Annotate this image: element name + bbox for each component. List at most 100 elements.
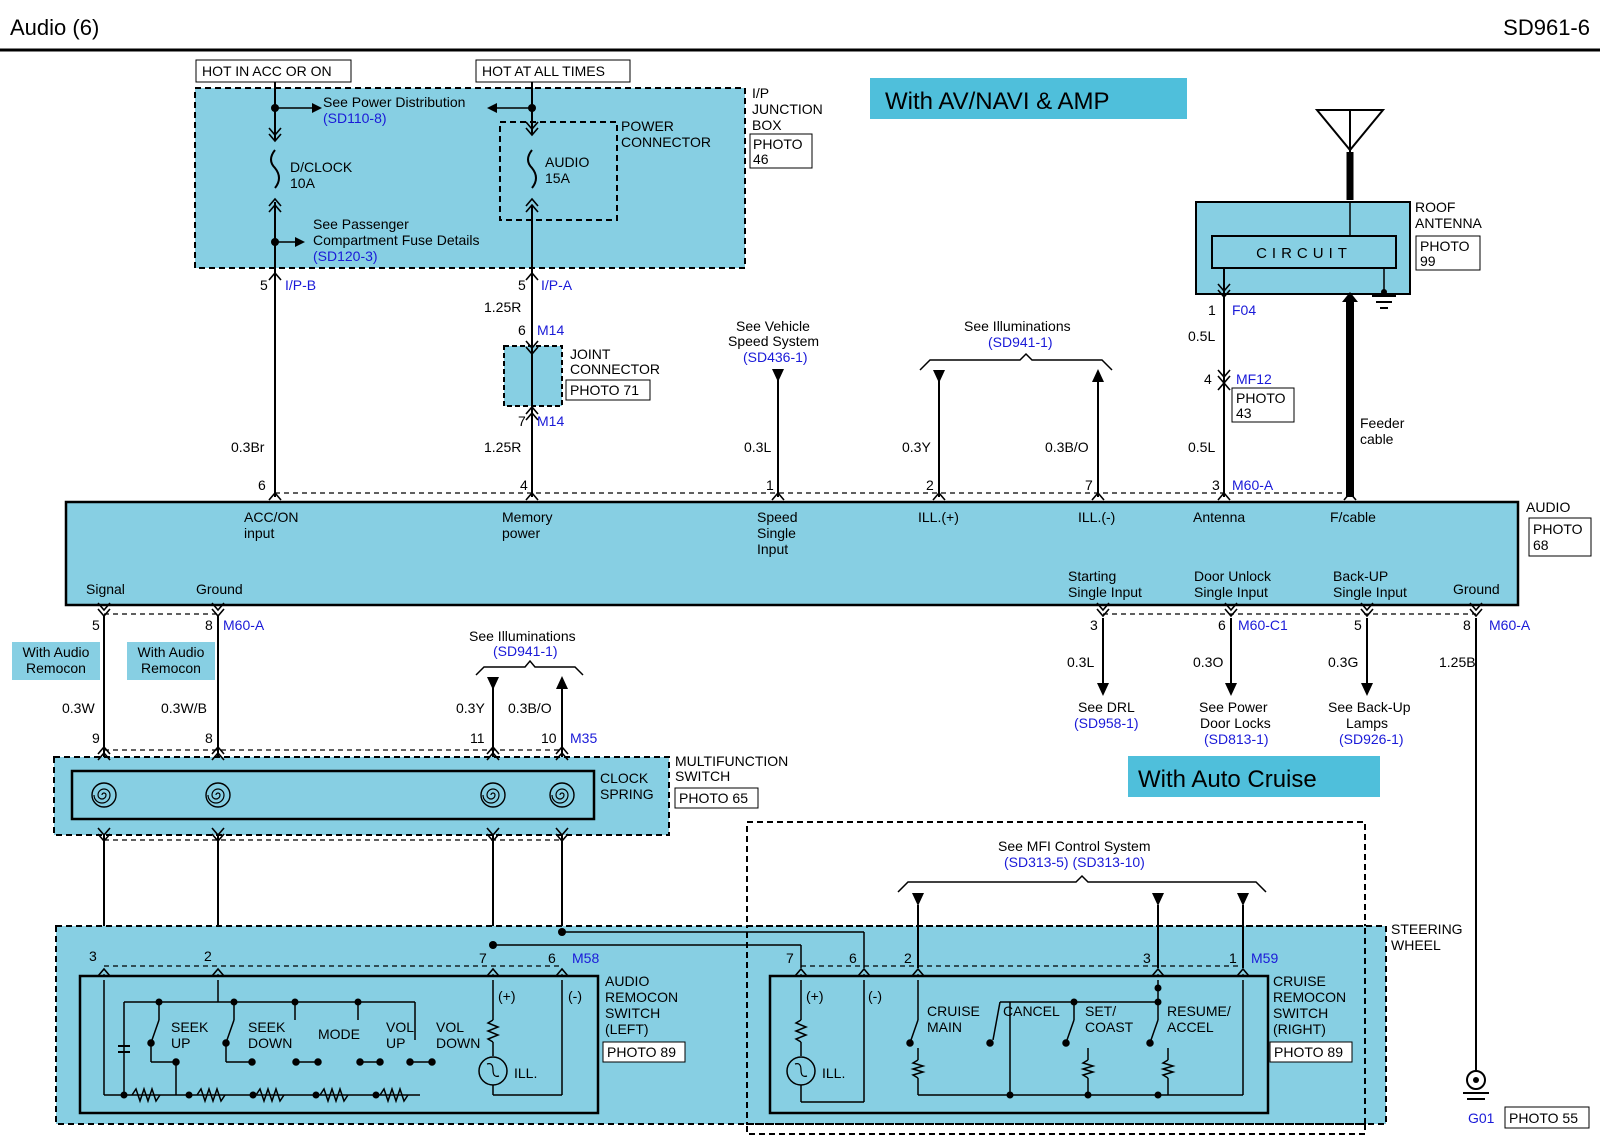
mfi-see: See MFI Control System xyxy=(998,838,1151,854)
speed-wire-label: 0.3L xyxy=(744,439,771,455)
ground-pin: 8 xyxy=(205,617,213,633)
signal-pin: 5 xyxy=(92,617,100,633)
btn-set-2: COAST xyxy=(1085,1019,1134,1035)
steering-name-2: WHEEL xyxy=(1391,937,1441,953)
audio-photo-2: 68 xyxy=(1533,537,1549,553)
left-plus: (+) xyxy=(498,988,516,1004)
title-bar xyxy=(0,0,1600,51)
speed-ref[interactable]: (SD436-1) xyxy=(743,349,808,365)
ip-junction-box xyxy=(194,87,746,269)
ant-wire2: 0.5L xyxy=(1188,439,1215,455)
mid-ill-ref[interactable]: (SD941-1) xyxy=(493,643,558,659)
backup-ref[interactable]: (SD926-1) xyxy=(1339,731,1404,747)
fuse2-symbol xyxy=(527,149,537,189)
label-mem-2: power xyxy=(502,525,540,541)
label-starting-2: Single Input xyxy=(1068,584,1142,600)
audio-photo-box xyxy=(1528,517,1592,557)
ant-photo-box xyxy=(1231,387,1295,423)
speed-arrow xyxy=(772,369,784,382)
right-minus: (-) xyxy=(868,988,882,1004)
g01-photo-box xyxy=(1504,1106,1590,1129)
joint-photo: PHOTO 71 xyxy=(570,382,639,398)
left-name-2: REMOCON xyxy=(605,989,678,1005)
ill-pin2: 7 xyxy=(1085,477,1093,493)
mfs-name-1: MULTIFUNCTION xyxy=(675,753,788,769)
backup-arrow xyxy=(1361,683,1373,696)
right-name-4: (RIGHT) xyxy=(1273,1021,1326,1037)
left-minus: (-) xyxy=(568,988,582,1004)
hot-all-box xyxy=(475,59,631,83)
see-pass-text-2: Compartment Fuse Details xyxy=(313,232,480,248)
power-connector-1: POWER xyxy=(621,118,674,134)
see-pass-ref[interactable]: (SD120-3) xyxy=(313,248,378,264)
sw-conn-m58: M58 xyxy=(572,950,599,966)
junction-name-3: BOX xyxy=(752,117,782,133)
remocon-2-line2: Remocon xyxy=(141,660,201,676)
roof-photo-2: 99 xyxy=(1420,253,1436,269)
mfi-arrow-3 xyxy=(1237,893,1249,906)
door-pin: 6 xyxy=(1218,617,1226,633)
remocon-2-line1: With Audio xyxy=(138,644,205,660)
door-ref[interactable]: (SD813-1) xyxy=(1204,731,1269,747)
mfi-arrow-1 xyxy=(912,893,924,906)
mfs-name-2: SWITCH xyxy=(675,768,730,784)
btn-set-1: SET/ xyxy=(1085,1003,1116,1019)
cr-pin-1: 1 xyxy=(1229,950,1237,966)
starting-ref[interactable]: (SD958-1) xyxy=(1074,715,1139,731)
remocon-1-line1: With Audio xyxy=(23,644,90,660)
feeder-label-2: cable xyxy=(1360,431,1394,447)
ant-conn2: MF12 xyxy=(1236,371,1272,387)
mem-audio-pin: 4 xyxy=(520,477,528,493)
cruise-remocon-switch xyxy=(768,974,1270,1115)
hot-acc-label: HOT IN ACC OR ON xyxy=(202,63,332,79)
mfi-ref[interactable]: (SD313-5) (SD313-10) xyxy=(1004,854,1145,870)
door-see-1: See Power xyxy=(1199,699,1268,715)
fuse2-label-1: AUDIO xyxy=(545,154,589,170)
acc-audio-pin: 6 xyxy=(258,477,266,493)
backup-see-2: Lamps xyxy=(1346,715,1388,731)
see-power-text: See Power Distribution xyxy=(323,94,465,110)
fuse1-label-1: D/CLOCK xyxy=(290,159,353,175)
gnd-wire-label: 1.25B xyxy=(1439,654,1476,670)
mem-conn: I/P-A xyxy=(541,277,573,293)
clock-label-2: SPRING xyxy=(600,786,654,802)
right-ill-resistor xyxy=(793,1019,809,1043)
mem-conn3: M14 xyxy=(537,413,564,429)
cr-pin-7: 7 xyxy=(786,950,794,966)
clock-spring xyxy=(70,769,596,821)
right-name-2: REMOCON xyxy=(1273,989,1346,1005)
cr-conn-m59: M59 xyxy=(1251,950,1278,966)
roof-photo-1: PHOTO xyxy=(1420,238,1470,254)
mem-conn2: M14 xyxy=(537,322,564,338)
left-photo-box xyxy=(602,1041,686,1063)
ant-audio-pin: 3 xyxy=(1212,477,1220,493)
av-banner-text: With AV/NAVI & AMP xyxy=(885,88,1110,115)
wire-w3: 0.3Y xyxy=(456,700,485,716)
ant-conn: F04 xyxy=(1232,302,1256,318)
ill-ref[interactable]: (SD941-1) xyxy=(988,334,1053,350)
power-connector-box xyxy=(499,121,618,221)
fuse1-symbol xyxy=(270,149,280,189)
audio-photo-1: PHOTO xyxy=(1533,521,1583,537)
mid-ill-arrow-in xyxy=(487,677,499,690)
sw-pin-3: 3 xyxy=(89,948,97,964)
mem-wire2: 1.25R xyxy=(484,439,521,455)
right-switch-contacts xyxy=(906,1001,1176,1095)
g01-label: G01 xyxy=(1468,1110,1495,1126)
label-signal: Signal xyxy=(86,581,125,597)
right-name-3: SWITCH xyxy=(1273,1005,1328,1021)
right-photo: PHOTO 89 xyxy=(1274,1044,1343,1060)
starting-wire-label: 0.3L xyxy=(1067,654,1094,670)
ill-wire2: 0.3B/O xyxy=(1045,439,1089,455)
sw-pin-2: 2 xyxy=(204,948,212,964)
backup-wire-label: 0.3G xyxy=(1328,654,1358,670)
label-speed-2: Single xyxy=(757,525,796,541)
backup-see-1: See Back-Up xyxy=(1328,699,1411,715)
joint-name-1: JOINT xyxy=(570,346,611,362)
mid-ill-brace xyxy=(475,659,584,676)
steering-name-1: STEERING xyxy=(1391,921,1463,937)
backup-pin: 5 xyxy=(1354,617,1362,633)
see-power-ref[interactable]: (SD110-8) xyxy=(323,110,387,126)
sw-pin-6: 6 xyxy=(548,950,556,966)
btn-cruise-1: CRUISE xyxy=(927,1003,980,1019)
